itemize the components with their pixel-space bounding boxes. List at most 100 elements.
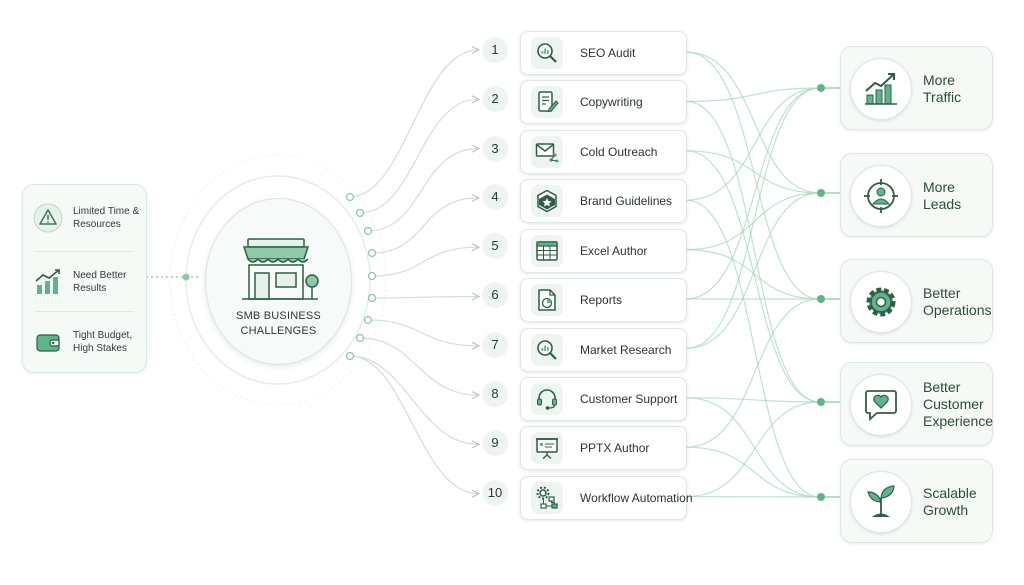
outcome-connector [685,397,821,403]
outcome-connector [685,401,821,498]
divider [35,251,134,252]
challenge-item: Tight Budget, High Stakes [23,317,146,367]
outcome-label: More Leads [923,179,962,212]
step-number: 1 [482,37,508,63]
report-pie-icon [531,284,563,316]
service-excel-author[interactable]: Excel Author [520,229,687,273]
service-market-research[interactable]: Market Research [520,328,687,372]
service-workflow-automation[interactable]: Workflow Automation [520,476,693,520]
service-label: Brand Guidelines [580,194,673,208]
challenge-label: Tight Budget, High Stakes [73,330,133,354]
service-pptx-author[interactable]: PPTX Author [520,426,687,470]
connector-arrow [471,440,481,449]
hub-connector [359,337,479,396]
challenges-panel: Limited Time & Resources Need Better Res… [22,184,147,373]
hub-port-dot [367,271,377,281]
step-number: 10 [482,480,508,506]
outcome-connector [685,87,821,300]
hub-port-dot [367,248,377,258]
outcome-port-dot [817,493,825,501]
outcome-connector [685,249,821,300]
outcome-better-customer-experience: Better Customer Experience [840,362,993,446]
connector-arrow [471,45,481,55]
outcome-connector [685,150,821,194]
hub-port-dot [367,293,377,303]
step-number: 2 [482,86,508,112]
outcome-connector [685,100,821,403]
hub-port-dot [355,208,365,218]
hub-connector [367,148,479,232]
hub-connector [349,49,479,198]
service-label: Customer Support [580,392,678,406]
outcome-connector [685,51,821,300]
target-person-icon [850,165,912,227]
divider [35,311,134,312]
headset-icon [531,383,563,415]
hub-port-dot [363,226,373,236]
hub-connector [371,246,479,277]
outcome-connector [685,397,821,498]
outcome-connector [685,192,821,349]
outcome-label: More Traffic [923,72,962,105]
step-number: 5 [482,233,508,259]
envelope-share-icon [531,136,563,168]
service-cold-outreach[interactable]: Cold Outreach [520,130,687,174]
outcome-port-dot [817,295,825,303]
service-reports[interactable]: Reports [520,278,687,322]
magnifier-chart-icon [531,334,563,366]
service-label: PPTX Author [580,441,650,455]
outcome-label: Better Operations [923,285,992,318]
document-pen-icon [531,86,563,118]
connector-arrow [471,489,481,498]
outcome-connector [685,87,821,349]
service-copywriting[interactable]: Copywriting [520,80,687,124]
outcome-connector [685,446,821,498]
challenge-label: Need Better Results [73,270,127,294]
outcome-label: Scalable Growth [923,485,977,518]
outcome-connector [685,51,821,194]
service-seo-audit[interactable]: SEO Audit [520,31,687,75]
service-label: Excel Author [580,244,648,258]
outcome-port-dot [817,398,825,406]
wallet-icon [33,327,63,357]
connector-arrow [471,193,481,202]
outcome-connector [685,199,821,498]
outcome-port-dot [817,189,825,197]
hub-port-dot [363,315,373,325]
heart-chat-icon [850,374,912,436]
outcome-scalable-growth: Scalable Growth [840,459,993,543]
challenge-label: Limited Time & Resources [73,206,140,230]
hub-port-dot [345,351,355,361]
connector-arrow [471,341,481,350]
plant-icon [850,471,912,533]
outcome-better-operations: Better Operations [840,259,993,343]
badge-star-icon [531,185,563,217]
hub-connector [349,355,479,495]
magnifier-chart-icon [531,37,563,69]
hub-connector [349,355,479,445]
challenge-link-dot [182,273,190,281]
outcome-connector [685,87,821,102]
hub-connector [359,98,479,214]
spreadsheet-icon [531,235,563,267]
outcome-connector [685,192,821,251]
challenge-item: Need Better Results [23,257,146,307]
outcome-more-traffic: More Traffic [840,46,993,130]
hub-connector [371,295,479,299]
storefront-icon [240,235,320,305]
outcome-connector [685,150,821,403]
step-number: 8 [482,381,508,407]
service-brand-guidelines[interactable]: Brand Guidelines [520,179,687,223]
connector-arrow [471,95,481,104]
gear-icon [850,271,912,333]
hub-title: SMB BUSINESS CHALLENGES [236,310,321,337]
connector-arrow [471,243,481,252]
warning-icon [33,203,63,233]
outcome-connector [685,87,821,201]
bar-chart-icon [33,267,63,297]
connector-arrow [471,292,481,301]
step-number: 3 [482,136,508,162]
service-customer-support[interactable]: Customer Support [520,377,687,421]
step-number: 4 [482,184,508,210]
outcome-connector [685,298,821,448]
